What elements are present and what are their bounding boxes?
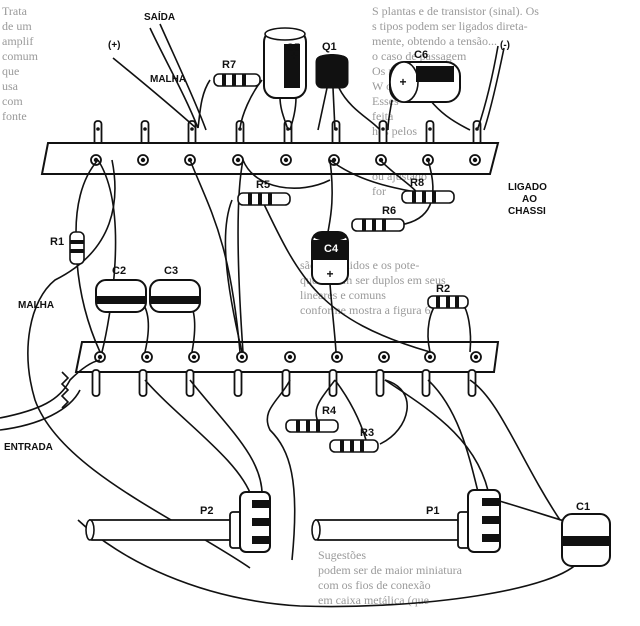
lower-lug	[233, 369, 243, 397]
lower-lug	[138, 369, 148, 397]
label-c2: C2	[112, 265, 126, 277]
label-c5: C5	[286, 42, 300, 54]
potentiometer-p1: P1	[311, 489, 501, 553]
upper-lug	[378, 120, 388, 146]
upper-lug	[140, 120, 150, 146]
capacitor-c1: C1	[561, 501, 611, 567]
label-c4: C4	[324, 243, 339, 255]
label-r7: R7	[222, 59, 236, 71]
capacitor-c4: C4 +	[311, 231, 349, 285]
upper-lug	[331, 120, 341, 146]
label-r2: R2	[436, 283, 450, 295]
resistor-r5: R5	[237, 179, 291, 206]
lower-lug	[421, 369, 431, 397]
label-entrada: ENTRADA	[4, 442, 53, 453]
label-malha-top: MALHA	[150, 74, 186, 85]
label-malha-left: MALHA	[18, 300, 54, 311]
label-ligado: LIGADO	[508, 182, 547, 193]
resistor-r1: R1	[50, 231, 85, 265]
upper-terminal-strip	[40, 120, 500, 175]
upper-solder-point	[280, 154, 292, 166]
resistor-r4: R4	[285, 405, 339, 433]
label-saida: SAÍDA	[144, 10, 175, 23]
resistor-r3: R3	[329, 427, 379, 453]
resistor-r6: R6	[351, 205, 405, 232]
potentiometer-p2: P2	[85, 491, 271, 553]
lower-solder-point	[424, 351, 436, 363]
lower-solder-point	[236, 351, 248, 363]
label-r6: R6	[382, 205, 396, 217]
faded-text-left-column: Trata de um amplif comum que usa com fon…	[2, 4, 38, 123]
label-plus: (+)	[108, 40, 121, 51]
resistor-r2: R2	[427, 283, 469, 309]
lower-solder-point	[188, 351, 200, 363]
resistor-r7: R7	[213, 59, 261, 87]
svg-text:+: +	[399, 75, 406, 89]
capacitor-c6: + C6	[389, 49, 461, 103]
lower-solder-point	[470, 351, 482, 363]
lower-solder-point	[284, 351, 296, 363]
label-q1: Q1	[322, 41, 337, 53]
lower-solder-point	[141, 351, 153, 363]
label-p1: P1	[426, 505, 439, 517]
upper-solder-point	[469, 154, 481, 166]
svg-text:+: +	[326, 267, 333, 281]
svg-text:+: +	[290, 49, 297, 63]
lower-lug	[375, 369, 385, 397]
label-c3: C3	[164, 265, 178, 277]
label-chassi: CHASSI	[508, 206, 546, 217]
capacitor-c5: + C5	[263, 27, 307, 99]
label-r1: R1	[50, 236, 64, 248]
shield-braid	[60, 371, 70, 409]
upper-solder-point	[232, 154, 244, 166]
lower-solder-point	[378, 351, 390, 363]
label-r5: R5	[256, 179, 270, 191]
transistor-q1: Q1	[315, 41, 349, 89]
capacitor-c2: C2	[95, 265, 147, 313]
lower-terminal-strip	[74, 341, 500, 397]
label-minus: (-)	[500, 40, 510, 51]
lower-lug	[91, 369, 101, 397]
label-r8: R8	[410, 177, 424, 189]
label-r4: R4	[322, 405, 337, 417]
upper-lug	[93, 120, 103, 146]
capacitor-c3: C3	[149, 265, 201, 313]
label-r3: R3	[360, 427, 374, 439]
upper-solder-point	[137, 154, 149, 166]
label-c6: C6	[414, 49, 428, 61]
label-ao: AO	[522, 194, 537, 205]
label-c1: C1	[576, 501, 590, 513]
faded-text-bottom-right: Sugestões podem ser de maior miniatura c…	[318, 548, 462, 607]
lower-solder-point	[331, 351, 343, 363]
wires	[0, 23, 581, 608]
upper-lug	[425, 120, 435, 146]
resistor-r8: R8	[401, 177, 455, 204]
label-p2: P2	[200, 505, 213, 517]
